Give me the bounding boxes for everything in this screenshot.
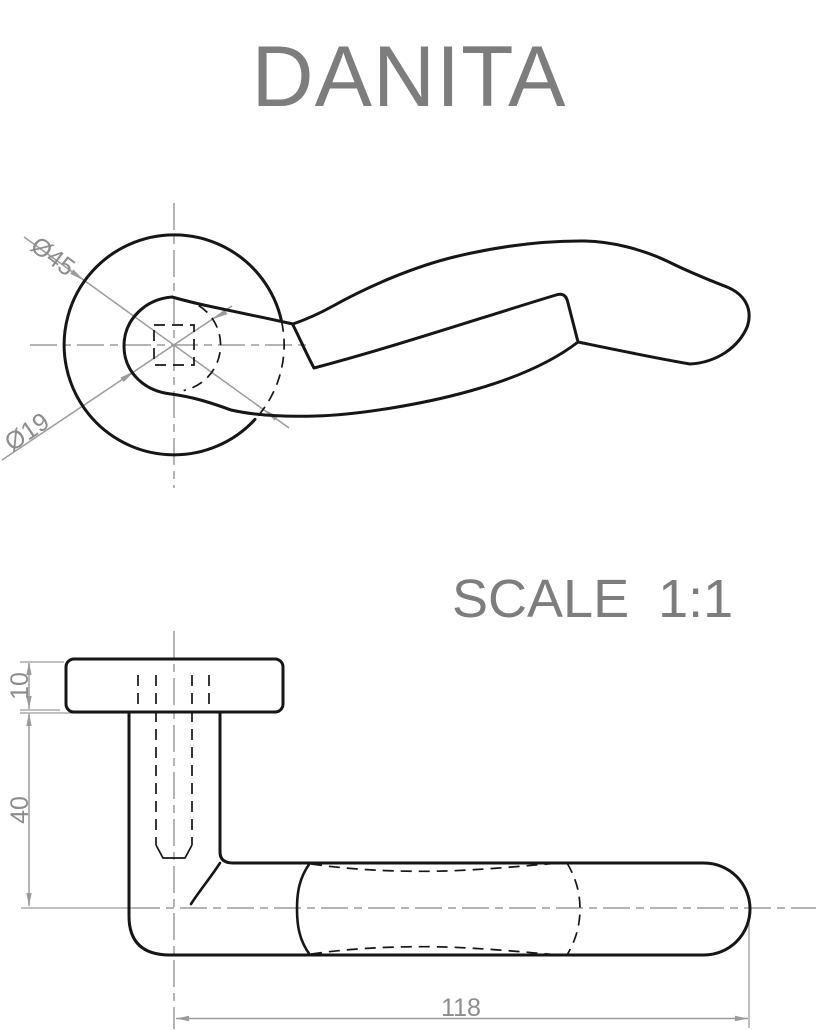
arrowhead-length-right (735, 1015, 748, 1022)
handle-side-outline (127, 710, 752, 957)
arrowhead-length-left (176, 1015, 189, 1022)
arrowhead-thickness-down (26, 696, 32, 709)
label-overall-length: 118 (441, 994, 481, 1022)
label-grip-diameter: Ø19 (0, 407, 55, 457)
arrowhead-neck-up (26, 713, 32, 726)
arrowhead-neck-down (26, 893, 32, 906)
grip-diameter-hidden-circle (181, 298, 222, 392)
dim-line-rose-diameter (23, 236, 290, 429)
lever-outline (122, 239, 751, 418)
spindle-hole-bottom (155, 844, 193, 859)
rose-circle-hidden-arc (254, 320, 285, 420)
grip-waist-left-arc (295, 861, 312, 957)
arrowhead-rose-upper (70, 269, 85, 281)
grip-waist-top-hidden (310, 862, 559, 873)
neck-shoulder-curve (189, 861, 222, 906)
arrowhead-thickness-up (26, 662, 32, 675)
spindle-square-hole (153, 324, 195, 366)
scale-label: SCALE 1:1 (452, 569, 734, 629)
label-neck-length: 40 (6, 796, 34, 824)
page-title: DANITA (251, 29, 567, 125)
label-rose-thickness: 10 (6, 672, 34, 700)
front-view: Ø45 Ø19 (0, 203, 751, 488)
arrowhead-grip-upper (212, 309, 228, 320)
grip-waist-bottom-hidden (310, 945, 559, 956)
rose-circle (62, 233, 283, 457)
grip-waist-right-hidden-arc (566, 862, 581, 956)
side-view: 10 40 118 (6, 631, 816, 1029)
lever-crease-line (291, 292, 579, 370)
